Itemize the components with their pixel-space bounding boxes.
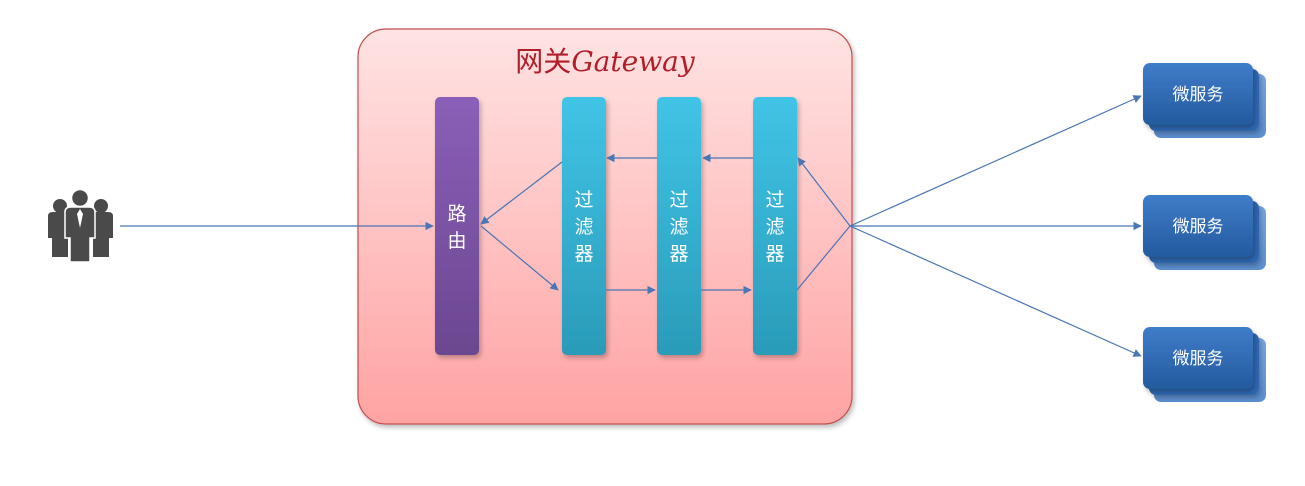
- arrow-filter3-out-to-hub: [796, 225, 851, 291]
- arrow-hub-to-service-1: [849, 95, 1142, 227]
- filter-2-label-char-1: 过: [669, 189, 688, 211]
- microservice-2: 微服务: [1143, 195, 1266, 270]
- router-label-char-1: 路: [447, 203, 466, 225]
- gateway-title-cn: 网关: [515, 45, 571, 78]
- filter-1-label-char-3: 器: [574, 243, 593, 265]
- filter-2-label-char-3: 器: [669, 243, 688, 265]
- microservice-2-label: 微服务: [1173, 217, 1224, 237]
- filter-3-label-char-2: 滤: [765, 216, 784, 238]
- filter-1-label-char-1: 过: [574, 189, 593, 211]
- router-column: 路 由: [435, 97, 479, 355]
- flow-arrows: [120, 95, 1142, 357]
- arrow-hub-to-service-3: [849, 225, 1142, 357]
- arrow-filter1-to-router-return: [480, 161, 563, 225]
- microservice-3-label: 微服务: [1173, 349, 1224, 369]
- gateway-title: 网关Gateway: [515, 45, 696, 78]
- microservice-1-label: 微服务: [1173, 85, 1224, 105]
- gateway-title-latin: Gateway: [571, 45, 696, 78]
- arrow-router-to-filter1: [480, 225, 559, 291]
- filter-column-2: 过 滤 器: [657, 97, 701, 355]
- filter-3-label-char-3: 器: [765, 243, 784, 265]
- arrow-hub-to-filter3-return: [797, 157, 851, 227]
- filter-3-label-char-1: 过: [765, 189, 784, 211]
- microservice-1: 微服务: [1143, 63, 1266, 138]
- filter-2-label-char-2: 滤: [669, 216, 688, 238]
- router-label-char-2: 由: [447, 230, 466, 252]
- filter-column-1: 过 滤 器: [562, 97, 606, 355]
- filter-column-3: 过 滤 器: [753, 97, 797, 355]
- users-group-icon: [48, 188, 113, 263]
- microservice-3: 微服务: [1143, 327, 1266, 402]
- filter-1-label-char-2: 滤: [574, 216, 593, 238]
